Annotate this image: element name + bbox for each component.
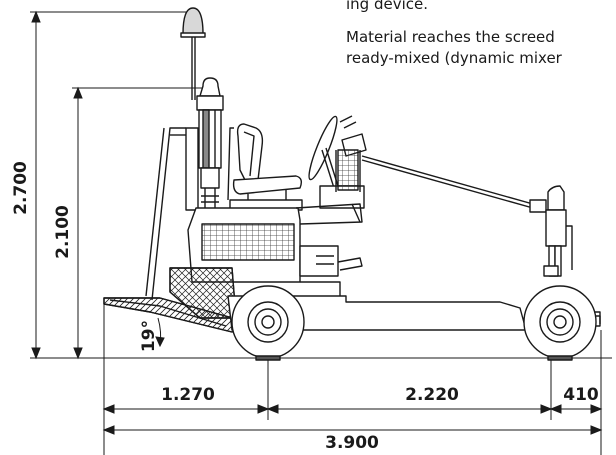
operator-seat-icon — [227, 123, 303, 211]
boom-support-icon — [543, 185, 573, 277]
screed-machine — [103, 7, 601, 361]
description-text: ing device. Material reaches the screed r… — [346, 0, 616, 69]
front-overhang-label: 1.270 — [161, 385, 215, 405]
ramp-angle-label: 19° — [139, 320, 159, 352]
tower-frame-icon — [145, 127, 199, 301]
seat-height-label: 2.100 — [53, 205, 73, 259]
text-line-2: Material reaches the screed — [346, 28, 555, 46]
rear-overhang-label: 410 — [563, 385, 599, 405]
control-panel-icon — [319, 115, 367, 223]
beacon-light-icon — [180, 7, 206, 100]
text-line-1: ing device. — [346, 0, 429, 13]
dimension-lines — [30, 10, 612, 455]
delivery-tube-icon — [196, 77, 224, 210]
delivery-boom-icon — [361, 155, 547, 213]
front-wheel-icon — [231, 285, 305, 361]
rear-wheel-icon — [523, 285, 597, 361]
overall-length-label: 3.900 — [325, 433, 379, 453]
wheelbase-label: 2.220 — [405, 385, 459, 405]
text-line-3: ready-mixed (dynamic mixer — [346, 49, 562, 67]
engine-body-icon — [187, 203, 363, 283]
overall-height-label: 2.700 — [11, 161, 31, 215]
